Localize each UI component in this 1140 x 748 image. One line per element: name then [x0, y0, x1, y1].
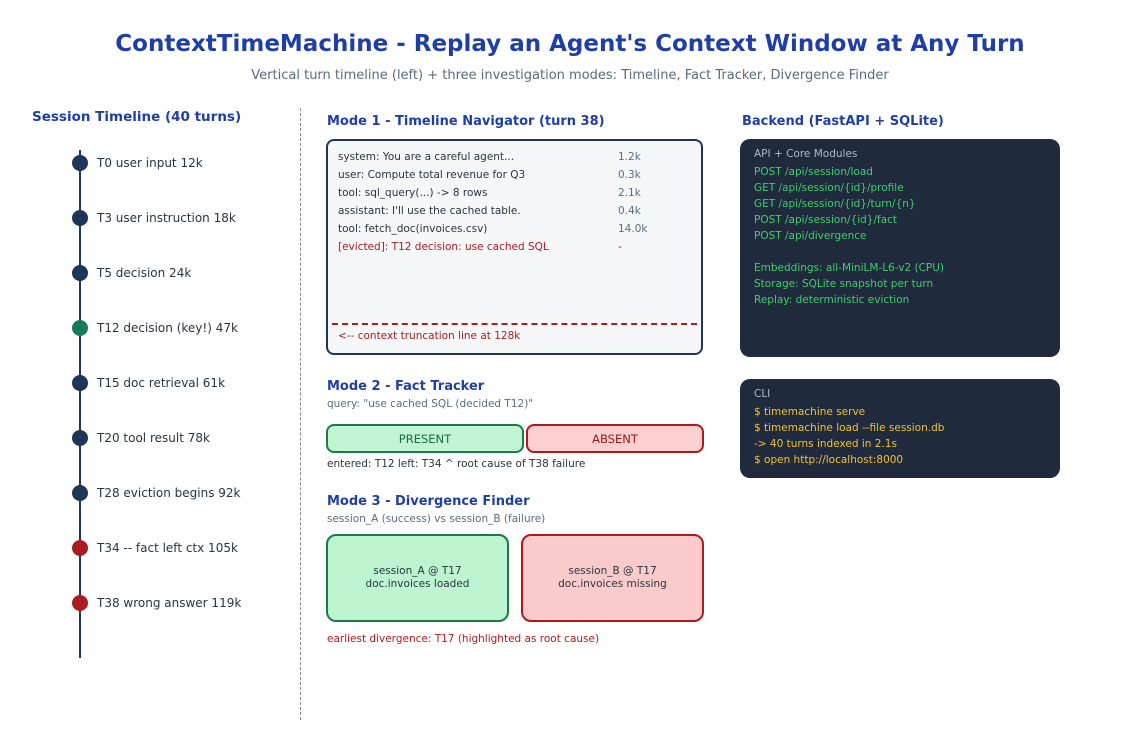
turn-dot [72, 320, 88, 336]
cli-line: $ timemachine serve [754, 406, 866, 418]
mode2-heading: Mode 2 - Fact Tracker [327, 379, 485, 394]
api-line: POST /api/session/{id}/fact [754, 214, 898, 226]
cli-line: $ open http://localhost:8000 [754, 454, 904, 466]
context-row-size: 2.1k [618, 187, 641, 199]
session-b-line2: doc.invoices missing [558, 578, 667, 590]
api-line: GET /api/session/{id}/turn/{n} [754, 198, 916, 210]
context-row-text: tool: fetch_doc(invoices.csv) [338, 223, 488, 235]
api-line: Embeddings: all-MiniLM-L6-v2 (CPU) [754, 262, 945, 274]
context-row-text: user: Compute total revenue for Q3 [338, 169, 526, 181]
context-row-text: tool: sql_query(...) -> 8 rows [338, 187, 488, 199]
session-b-box: session_B @ T17 doc.invoices missing [521, 534, 704, 622]
absent-pill: ABSENT [526, 424, 704, 453]
turn-label: T28 eviction begins 92k [97, 486, 241, 500]
turn-label: T0 user input 12k [97, 156, 203, 170]
cli-line: $ timemachine load --file session.db [754, 422, 945, 434]
api-panel-head: API + Core Modules [754, 148, 858, 160]
session-a-box: session_A @ T17 doc.invoices loaded [326, 534, 509, 622]
cli-panel-head: CLI [754, 388, 771, 400]
turn-dot [72, 485, 88, 501]
present-label: PRESENT [398, 431, 452, 446]
truncation-label: <-- context truncation line at 128k [338, 330, 521, 342]
api-line: POST /api/divergence [754, 230, 867, 242]
page-subtitle: Vertical turn timeline (left) + three in… [251, 68, 889, 83]
fact-query: query: "use cached SQL (decided T12)" [327, 398, 534, 410]
divergence-note: earliest divergence: T17 (highlighted as… [327, 633, 600, 645]
context-row-size: 0.3k [618, 169, 641, 181]
turn-dot [72, 595, 88, 611]
mode1-heading: Mode 1 - Timeline Navigator (turn 38) [327, 114, 605, 129]
api-line: POST /api/session/load [754, 166, 873, 178]
api-line: Replay: deterministic eviction [754, 294, 910, 306]
turn-label: T38 wrong answer 119k [97, 596, 242, 610]
turn-dot [72, 265, 88, 281]
session-a-line1: session_A @ T17 [373, 565, 462, 577]
absent-label: ABSENT [592, 431, 638, 446]
turn-label: T20 tool result 78k [97, 431, 210, 445]
api-line: Storage: SQLite snapshot per turn [754, 278, 934, 290]
context-row-size: 1.2k [618, 151, 641, 163]
session-b-line1: session_B @ T17 [568, 565, 657, 577]
truncation-line [332, 323, 697, 325]
turn-label: T3 user instruction 18k [97, 211, 236, 225]
turn-label: T34 -- fact left ctx 105k [97, 541, 238, 555]
turn-dot [72, 540, 88, 556]
context-row-size: - [618, 241, 622, 253]
turn-dot [72, 430, 88, 446]
turn-label: T12 decision (key!) 47k [97, 321, 238, 335]
fact-note: entered: T12 left: T34 ^ root cause of T… [327, 458, 586, 470]
turn-label: T15 doc retrieval 61k [97, 376, 226, 390]
backend-heading: Backend (FastAPI + SQLite) [742, 114, 944, 129]
context-row-text: [evicted]: T12 decision: use cached SQL [338, 241, 549, 253]
timeline-axis [79, 150, 81, 658]
session-a-line2: doc.invoices loaded [365, 578, 470, 590]
turn-dot [72, 375, 88, 391]
context-window-box: system: You are a careful agent... 1.2k us… [326, 139, 703, 355]
cli-line: -> 40 turns indexed in 2.1s [754, 438, 897, 450]
cli-panel: CLI $ timemachine serve $ timemachine loa… [740, 379, 1060, 478]
present-pill: PRESENT [326, 424, 524, 453]
column-divider [300, 108, 301, 720]
context-row-size: 14.0k [618, 223, 648, 235]
context-row-text: system: You are a careful agent... [338, 151, 515, 163]
context-row-text: assistant: I'll use the cached table. [338, 205, 521, 217]
timeline-heading: Session Timeline (40 turns) [32, 109, 242, 125]
turn-label: T5 decision 24k [97, 266, 192, 280]
page-title: ContextTimeMachine - Replay an Agent's C… [115, 31, 1025, 57]
context-row-size: 0.4k [618, 205, 641, 217]
turn-dot [72, 155, 88, 171]
api-panel: API + Core Modules POST /api/session/loa… [740, 139, 1060, 357]
mode3-sub: session_A (success) vs session_B (failur… [327, 513, 546, 525]
turn-dot [72, 210, 88, 226]
api-line: GET /api/session/{id}/profile [754, 182, 904, 194]
mode3-heading: Mode 3 - Divergence Finder [327, 494, 530, 509]
